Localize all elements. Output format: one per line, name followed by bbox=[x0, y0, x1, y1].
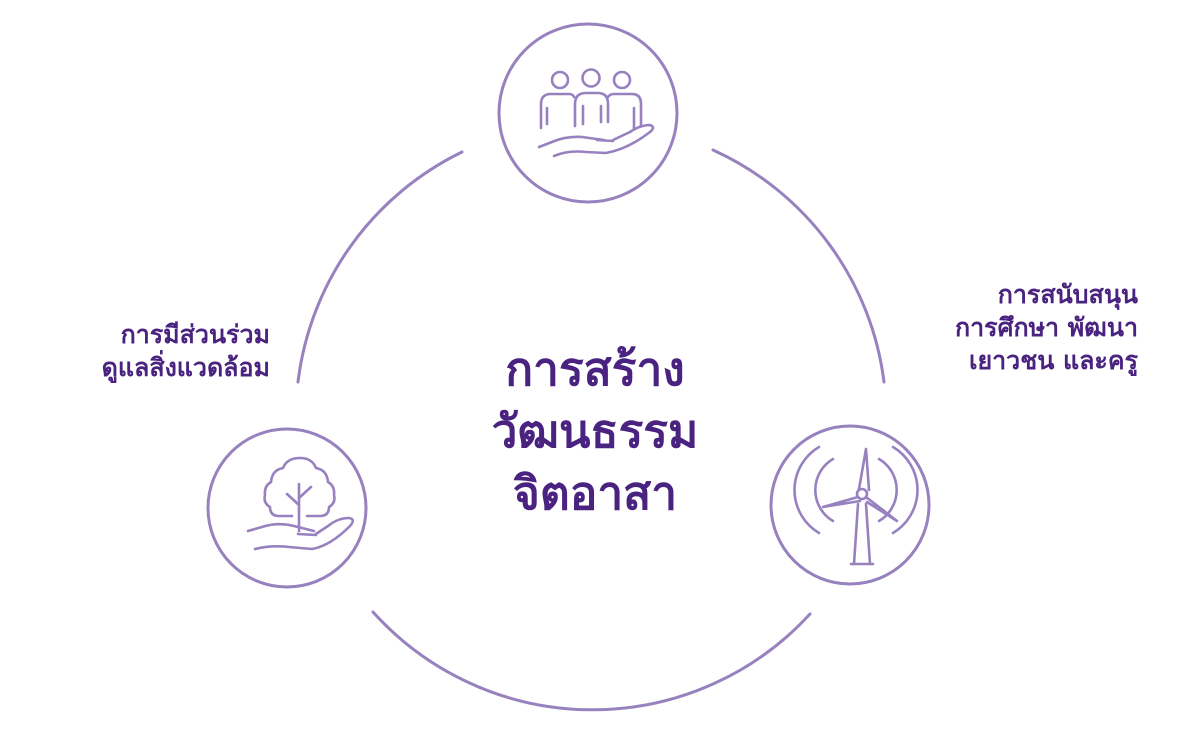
ring-arc-top-left bbox=[296, 150, 464, 384]
wind-turbine-icon bbox=[793, 445, 919, 566]
environment-label: การมีส่วนร่วม ดูแลสิ่งแวดล้อม bbox=[102, 318, 270, 384]
people-in-hand-icon bbox=[537, 68, 655, 158]
environment-label-line-2: ดูแลสิ่งแวดล้อม bbox=[101, 353, 270, 382]
ring-arc-bottom bbox=[371, 610, 812, 712]
center-title-line-1: การสร้าง bbox=[505, 342, 685, 396]
education-label-line-1: การสนับสนุน bbox=[997, 280, 1138, 309]
education-label-line-2: การศึกษา พัฒนา bbox=[954, 313, 1138, 342]
center-title-line-2: วัฒนธรรม bbox=[491, 404, 699, 458]
center-title-line-3: จิตอาสา bbox=[512, 466, 678, 520]
environment-label-line-1: การมีส่วนร่วม bbox=[120, 320, 270, 349]
education-label-line-3: เยาวชน และครู bbox=[968, 346, 1138, 375]
node-circle-community bbox=[497, 22, 679, 204]
node-circle-environment bbox=[206, 427, 368, 589]
center-title: การสร้าง วัฒนธรรม จิตอาสา bbox=[420, 338, 770, 524]
tree-in-hand-icon bbox=[246, 456, 355, 551]
education-label: การสนับสนุน การศึกษา พัฒนา เยาวชน และครู bbox=[955, 278, 1138, 377]
node-circle-education bbox=[769, 424, 931, 586]
ring-arc-top-right bbox=[711, 148, 886, 384]
